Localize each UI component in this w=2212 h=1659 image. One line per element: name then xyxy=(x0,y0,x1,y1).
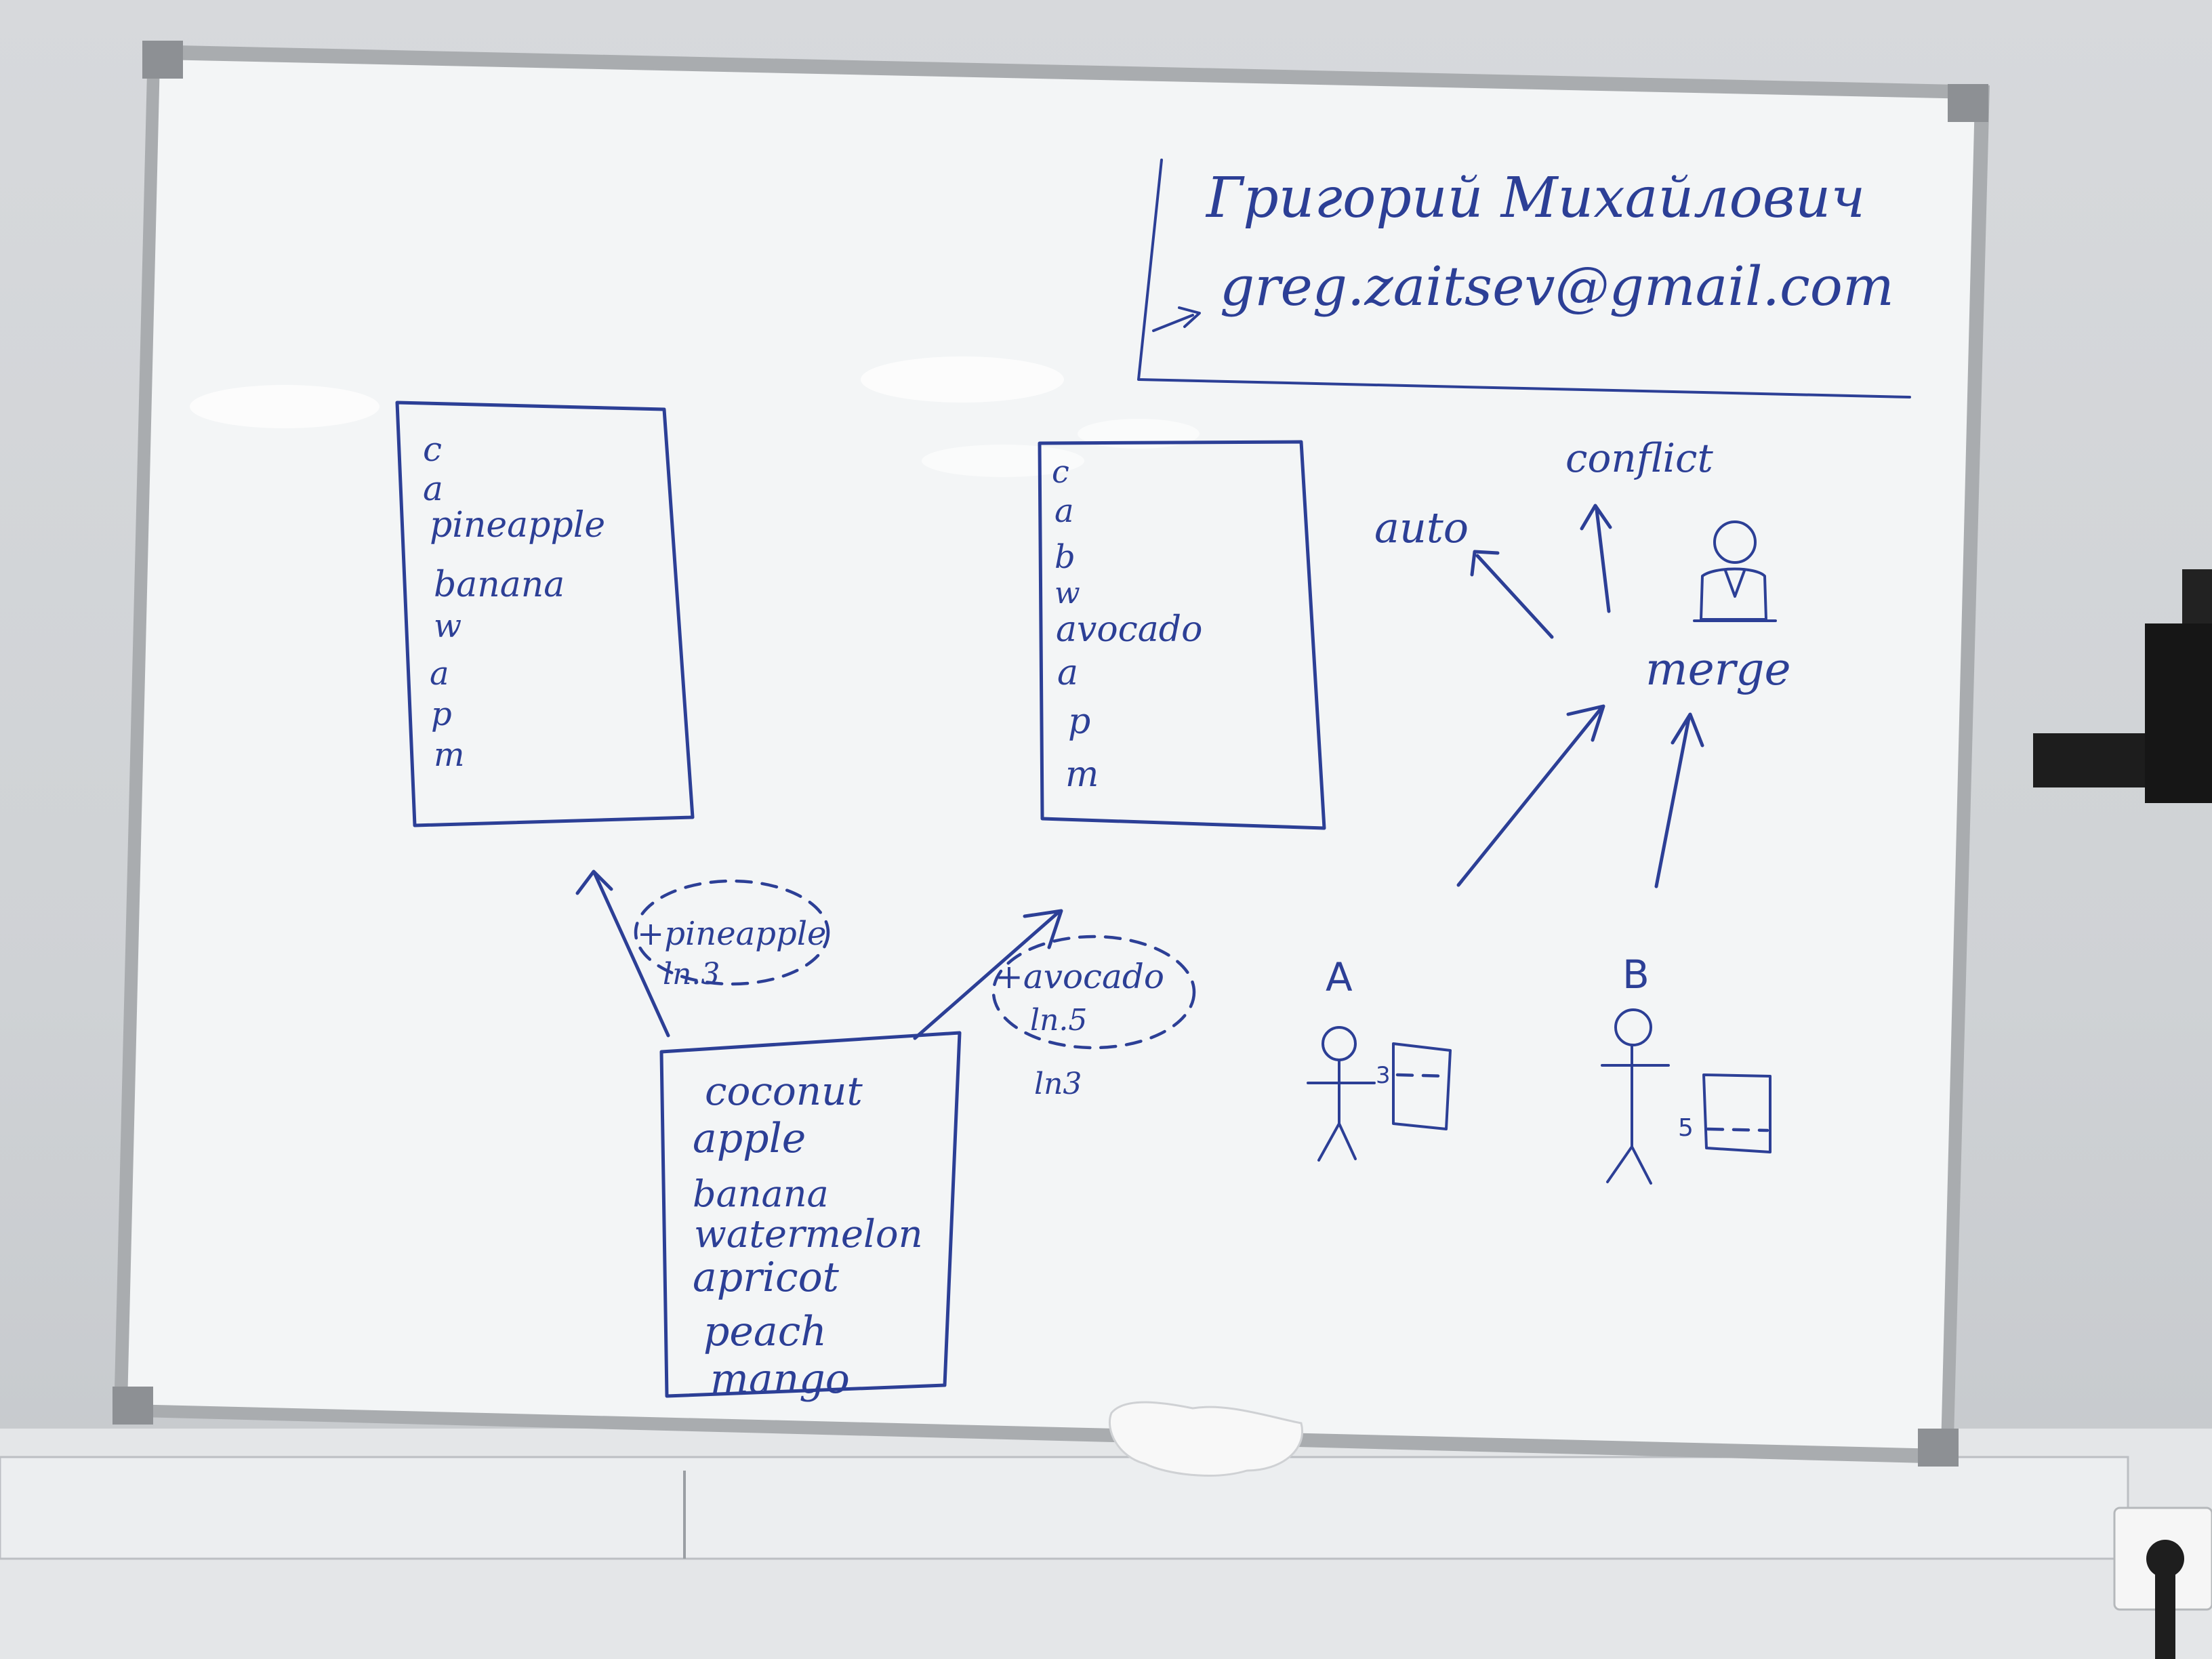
frame-corner xyxy=(142,41,183,79)
glare xyxy=(190,385,380,428)
pineapple-change-bubble xyxy=(634,879,830,986)
glare xyxy=(861,356,1064,403)
bottom-list-item: apricot xyxy=(693,1254,840,1301)
bottom-list-item: coconut xyxy=(705,1068,863,1114)
left-list: c a pineapple banana w a p m xyxy=(423,430,605,774)
left-list-item: pineapple xyxy=(430,505,605,546)
ledge-panel xyxy=(0,1456,2129,1560)
projector-mount xyxy=(2145,623,2212,803)
middle-list-item: b xyxy=(1054,538,1076,576)
bottom-list-item: banana xyxy=(693,1172,829,1215)
left-list-item: a xyxy=(430,655,449,693)
wall-bracket xyxy=(2033,733,2155,787)
person-a-changed-line xyxy=(1395,1073,1448,1078)
bottom-list-item: watermelon xyxy=(694,1212,923,1256)
arrow-to-conflict xyxy=(1580,504,1612,613)
merge-label: merge xyxy=(1645,643,1791,695)
frame-corner xyxy=(1918,1429,1959,1467)
person-a-document xyxy=(1392,1042,1452,1130)
middle-list-item: m xyxy=(1065,754,1099,795)
person-a-line-number: 3 xyxy=(1376,1062,1391,1089)
contact-bracket xyxy=(1137,159,1911,398)
frame-corner xyxy=(112,1387,153,1425)
left-list-item: c xyxy=(423,430,442,469)
contact-email: greg.zaitsev@gmail.com xyxy=(1220,255,1894,318)
middle-list: c a b w avocado a p m xyxy=(1052,453,1202,795)
middle-list-item: a xyxy=(1057,653,1078,693)
arrow-to-middle-list xyxy=(913,909,1063,1040)
auto-label: auto xyxy=(1374,503,1469,552)
middle-list-item: c xyxy=(1052,453,1069,490)
tissue-eraser xyxy=(1108,1401,1303,1477)
conflict-label: conflict xyxy=(1565,435,1713,481)
reviewer-person-icon xyxy=(1693,520,1777,622)
person-b-stick-figure xyxy=(1601,1008,1670,1185)
power-cable xyxy=(2155,1572,2175,1659)
middle-list-box xyxy=(1038,440,1326,830)
arrow-to-auto xyxy=(1470,550,1554,639)
arrow-a-to-merge xyxy=(1456,704,1605,887)
avocado-change-bubble xyxy=(991,935,1196,1050)
mount-arm xyxy=(2182,569,2212,623)
arrow-b-to-merge xyxy=(1654,712,1704,888)
person-b-line-number: 5 xyxy=(1678,1114,1694,1142)
person-b-changed-line xyxy=(1706,1127,1769,1132)
left-list-item: m xyxy=(434,736,465,774)
bottom-list-item: mango xyxy=(710,1355,850,1403)
middle-list-item: avocado xyxy=(1056,609,1202,650)
bottom-list-box xyxy=(659,1031,962,1398)
avocado-change-line1: +avocado xyxy=(995,957,1164,996)
glare xyxy=(922,445,1084,477)
bottom-list-item: apple xyxy=(693,1115,806,1162)
pineapple-change-line1: +pineapple xyxy=(637,915,826,953)
left-list-item: w xyxy=(434,607,462,645)
bottom-list: coconut apple banana watermelon apricot … xyxy=(693,1068,923,1403)
person-b-document xyxy=(1702,1073,1771,1153)
person-a-stick-figure xyxy=(1307,1026,1376,1162)
left-list-item: a xyxy=(423,469,443,508)
arrow-to-left-list xyxy=(575,869,670,1038)
person-b-label: B xyxy=(1622,951,1650,998)
left-list-item: p xyxy=(431,695,452,733)
left-list-item: banana xyxy=(434,565,565,605)
frame-corner xyxy=(1948,84,1988,122)
power-plug xyxy=(2146,1540,2184,1578)
person-a-label: A xyxy=(1326,954,1353,1000)
extra-note: ln3 xyxy=(1034,1067,1082,1101)
contact-name: Григорий Михайлович xyxy=(1205,166,1865,230)
middle-list-item: a xyxy=(1054,492,1074,530)
middle-list-item: w xyxy=(1054,576,1080,611)
contact-arrow xyxy=(1152,306,1201,332)
bottom-list-item: peach xyxy=(703,1308,827,1355)
left-list-box xyxy=(395,401,695,827)
middle-list-item: p xyxy=(1068,701,1090,742)
pineapple-change-line2: ln.3 xyxy=(663,957,720,991)
avocado-change-line2: ln.5 xyxy=(1030,1003,1087,1038)
